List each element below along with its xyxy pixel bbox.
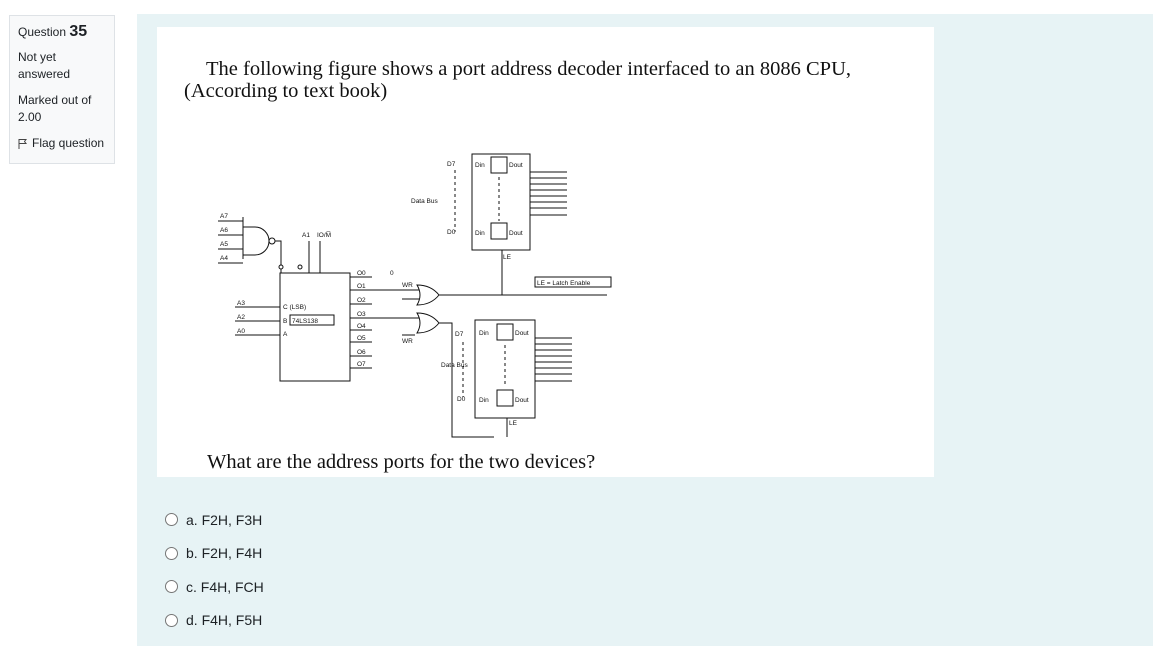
answer-b-text: F2H, F4H	[201, 545, 263, 562]
output-o7: O7	[357, 361, 366, 368]
output-o3: O3	[357, 311, 366, 318]
din-label-bottom2: Din	[479, 397, 489, 404]
question-number-value: 35	[69, 23, 88, 40]
input-a4: A4	[220, 255, 228, 262]
decoder-pin-a: A	[283, 331, 288, 338]
dout-label-bottom1: Dout	[515, 330, 529, 337]
answer-option-b[interactable]: b. F2H, F4H	[165, 537, 264, 571]
le-label-bottom: LE	[509, 420, 518, 427]
question-grade: Marked out of 2.00	[18, 93, 92, 124]
question-info: Question 35 Not yet answered Marked out …	[9, 15, 115, 164]
output-o1: O1	[357, 283, 366, 290]
flag-label: Flag question	[32, 136, 105, 150]
question-text-line2: (According to text book)	[184, 80, 388, 102]
din-label-bottom1: Din	[479, 330, 489, 337]
address-inputs-top: A7 A6 A5 A4	[218, 213, 244, 264]
answer-a-text: F2H, F3H	[201, 511, 263, 528]
input-a5: A5	[220, 241, 228, 248]
le-legend: LE = Latch Enable	[537, 280, 591, 287]
wr-label-2: WR	[402, 338, 413, 345]
a1-label: A1	[302, 232, 310, 239]
d0-label-top: D0	[447, 229, 456, 236]
radio-c[interactable]	[165, 580, 178, 594]
input-a7: A7	[220, 213, 228, 220]
output-o4: O4	[357, 323, 366, 330]
flag-icon	[18, 138, 27, 149]
le-label-top: LE	[503, 254, 512, 261]
dout-label-bottom2: Dout	[515, 397, 529, 404]
radio-b[interactable]	[165, 546, 178, 560]
question-label: Question	[18, 25, 67, 39]
radio-d[interactable]	[165, 613, 178, 627]
question-text-box: The following figure shows a port addres…	[157, 27, 934, 477]
nand-gate	[242, 226, 282, 273]
question-text-line1: The following figure shows a port addres…	[206, 58, 852, 80]
output-o2: O2	[357, 297, 366, 304]
decoder-circuit-figure: A7 A6 A5 A4 A1 IO/M̅ E1 E2 E3	[218, 153, 612, 438]
answer-option-c[interactable]: c. F4H, FCH	[165, 570, 264, 604]
answer-option-a[interactable]: a. F2H, F3H	[165, 503, 264, 537]
flag-question-link[interactable]: Flag question	[18, 135, 106, 152]
input-a6: A6	[220, 227, 228, 234]
answer-c-letter: c.	[186, 578, 197, 595]
data-bus-label-bottom: Data Bus	[441, 362, 468, 369]
d7-label-bottom: D7	[455, 331, 464, 338]
or-gate-1	[416, 284, 440, 306]
answer-c-text: F4H, FCH	[200, 578, 264, 595]
decoder-pin-b: B	[283, 318, 287, 325]
wr-label-1: WR	[402, 282, 413, 289]
dout-label-top1: Dout	[509, 162, 523, 169]
answer-b-letter: b.	[186, 545, 198, 562]
input-a0: A0	[237, 328, 245, 335]
decoder-74ls138	[279, 272, 351, 382]
answer-a-letter: a.	[186, 511, 198, 528]
dout-label-top2: Dout	[509, 230, 523, 237]
input-a2: A2	[237, 314, 245, 321]
output-o6: O6	[357, 349, 366, 356]
decoder-pin-c: C (LSB)	[283, 304, 306, 311]
radio-a[interactable]	[165, 513, 178, 527]
data-bus-label-top: Data Bus	[411, 198, 438, 205]
answer-options: a. F2H, F3H b. F2H, F4H c. F4H, FCH d. F…	[165, 503, 264, 637]
decoder-name: 74LS138	[292, 318, 318, 325]
answer-d-letter: d.	[186, 612, 198, 629]
output-o0: O0	[357, 270, 366, 277]
or-gate-2	[416, 312, 440, 334]
answer-d-text: F4H, F5H	[201, 612, 263, 629]
question-number: Question 35	[18, 23, 106, 41]
input-a3: A3	[237, 300, 245, 307]
question-prompt: What are the address ports for the two d…	[207, 451, 596, 473]
d0-label-bottom: D0	[457, 396, 466, 403]
question-content: The following figure shows a port addres…	[137, 14, 1153, 646]
answer-option-d[interactable]: d. F4H, F5H	[165, 604, 264, 638]
question-state: Not yet answered	[18, 50, 71, 81]
din-label-top2: Din	[475, 230, 485, 237]
decoder-outputs: O0 O1 O2 O3 O4 O5 O6 O7	[350, 270, 372, 369]
output-o5: O5	[357, 335, 366, 342]
zero-label: 0	[390, 270, 394, 277]
din-label-top1: Din	[475, 162, 485, 169]
iom-label: IO/M̅	[317, 231, 331, 239]
d7-label-top: D7	[447, 161, 456, 168]
